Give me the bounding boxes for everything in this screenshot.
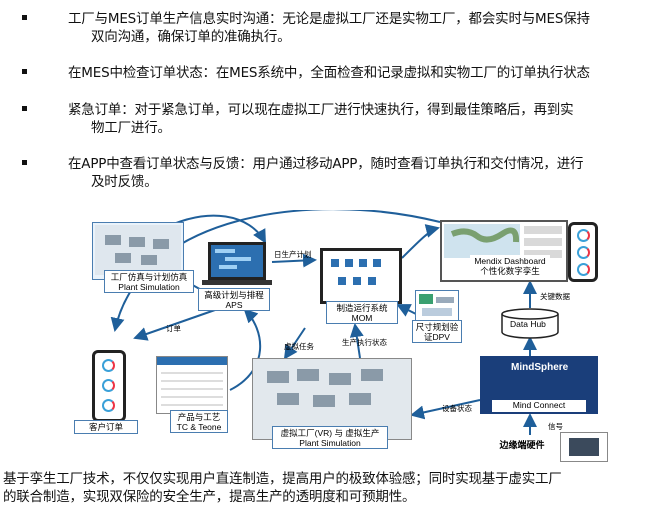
- label-line: 尺寸规划验: [415, 322, 459, 332]
- bullet-text: 在MES中检查订单状态：在MES系统中，全面检查和记录虚拟和实物工厂的订单执行状…: [68, 64, 668, 82]
- plc-device-icon: [569, 438, 599, 456]
- mendix-dashboard-label: Mendix Dashboard 个性化数字孪生: [470, 255, 550, 278]
- bullet-line: 双向沟通，确保订单的准确执行。: [91, 29, 291, 45]
- bullet-line: 物工厂进行。: [91, 120, 171, 136]
- data-hub-cylinder: Data Hub: [500, 308, 560, 339]
- bullet-line: 及时反馈。: [91, 174, 158, 190]
- gauge-icon: [577, 263, 590, 276]
- label-line: MOM: [351, 313, 373, 323]
- bullet-marker: [22, 106, 27, 111]
- flow-label-device-status: 设备状态: [442, 404, 472, 413]
- bullet-line: 在APP中查看订单状态与反馈：用户通过移动APP，随时查看订单执行和交付情况，进…: [68, 156, 584, 172]
- dpv-image: [419, 294, 454, 316]
- plant-simulation-label: 工厂仿真与计划仿真 Plant Simulation: [104, 270, 194, 293]
- dpv-label: 尺寸规划验 证DPV: [412, 320, 462, 343]
- label-line: 工厂仿真与计划仿真: [110, 272, 188, 282]
- bullet-line: 紧急订单：对于紧急订单，可以现在虚拟工厂进行快速执行，得到最佳策略后，再到实: [68, 102, 574, 118]
- label-line: 证DPV: [424, 332, 450, 342]
- arrow-mindconnect-to-virtual: [410, 399, 481, 420]
- gauge-icon: [577, 229, 590, 242]
- label-line: TC & Teone: [176, 422, 222, 432]
- flow-label-signal: 信号: [548, 422, 563, 431]
- aps-chart-image: [215, 249, 251, 269]
- arrow-aps-to-customer: [133, 309, 216, 341]
- arrow-aps-to-mom: [271, 253, 317, 268]
- aps-label: 高级计划与排程 APS: [198, 288, 270, 311]
- label-line: 虚拟工厂(VR) 与 虚拟生产: [280, 428, 380, 438]
- connection-arrows: [110, 210, 537, 435]
- dashboard-phone: [568, 222, 598, 282]
- dashboard-map-image: [444, 224, 562, 258]
- data-hub-label: Data Hub: [510, 319, 546, 329]
- customer-phone: [92, 350, 126, 422]
- label-line: 高级计划与排程: [204, 290, 264, 300]
- bullet-text: 紧急订单：对于紧急订单，可以现在虚拟工厂进行快速执行，得到最佳策略后，再到实 物…: [68, 101, 668, 137]
- gauge-icon: [102, 359, 115, 372]
- tc-box: [156, 356, 228, 414]
- arrow-virtual-to-mom: [349, 323, 364, 359]
- mindsphere-title: MindSphere: [511, 362, 569, 373]
- plant-simulation-screen: [95, 225, 181, 275]
- customer-order-label: 客户订单: [74, 420, 138, 434]
- flow-label-daily-plan: 日生产计划: [274, 250, 312, 259]
- virtual-factory-image: [253, 359, 411, 439]
- laptop-screen: [208, 242, 266, 280]
- arrow-dpv-to-mom: [396, 304, 419, 317]
- summary-line: 基于孪生工厂技术，不仅仅实现用户直连制造，提高用户的极致体验感；同时实现基于虚实…: [3, 471, 562, 487]
- label-line: Plant Simulation: [299, 438, 361, 448]
- arrow-tc-to-aps: [229, 308, 262, 391]
- bullet-line: 在MES中检查订单状态：在MES系统中，全面检查和记录虚拟和实物工厂的订单执行状…: [68, 65, 590, 81]
- database-icon: [501, 308, 559, 339]
- label-line: 个性化数字孪生: [480, 266, 540, 276]
- tc-label: 产品与工艺 TC & Teone: [170, 410, 228, 433]
- summary-paragraph: 基于孪生工厂技术，不仅仅实现用户直连制造，提高用户的极致体验感；同时实现基于虚实…: [3, 470, 671, 506]
- label-line: APS: [225, 300, 243, 310]
- label-line: 产品与工艺: [177, 412, 221, 422]
- gauge-icon: [577, 246, 590, 259]
- label-line: Mendix Dashboard: [474, 256, 546, 266]
- gauge-icon: [102, 399, 115, 412]
- tc-table-image: [157, 357, 227, 406]
- bullet-text: 在APP中查看订单状态与反馈：用户通过移动APP，随时查看订单执行和交付情况，进…: [68, 155, 668, 191]
- label-line: 客户订单: [88, 422, 123, 432]
- bullet-line: 工厂与MES订单生产信息实时沟通：无论是虚拟工厂还是实物工厂，都会实时与MES保…: [68, 11, 590, 27]
- label-line: Plant Simulation: [118, 282, 180, 292]
- flow-label-virtual-task: 虚拟任务: [284, 342, 314, 351]
- arrow-mom-to-dashboard: [401, 224, 440, 259]
- factory-layout-image: [95, 225, 181, 275]
- bullet-text: 工厂与MES订单生产信息实时沟通：无论是虚拟工厂还是实物工厂，都会实时与MES保…: [68, 10, 668, 46]
- mom-box: [320, 248, 402, 304]
- label-line: 制造运行系统: [336, 303, 388, 313]
- summary-line: 的联合制造，实现双保险的安全生产，提高生产的透明度和可预期性。: [3, 489, 416, 505]
- mom-workflow-image: [331, 259, 381, 285]
- laptop-base: [202, 280, 272, 285]
- label-line: Mind Connect: [512, 400, 566, 410]
- gauge-icon: [102, 379, 115, 392]
- bullet-marker: [22, 160, 27, 165]
- mom-label: 制造运行系统 MOM: [326, 301, 398, 324]
- architecture-diagram: 工厂仿真与计划仿真 Plant Simulation 高级计划与排程 APS 制…: [60, 210, 671, 466]
- bullet-marker: [22, 69, 27, 74]
- flow-label-key-data: 关键数据: [540, 292, 570, 301]
- edge-hardware-image: [560, 432, 608, 462]
- dpv-box: [415, 290, 459, 322]
- arrow-mom-to-virtual: [283, 327, 306, 360]
- label-line: 边缘端硬件: [499, 440, 545, 450]
- flow-label-exec-status: 生产执行状态: [342, 338, 387, 347]
- aps-laptop: [202, 242, 272, 302]
- mind-connect-label: Mind Connect: [492, 400, 586, 412]
- virtual-factory-label: 虚拟工厂(VR) 与 虚拟生产 Plant Simulation: [272, 426, 388, 449]
- flow-label-order: 订单: [166, 324, 181, 333]
- bullet-marker: [22, 15, 27, 20]
- edge-hardware-label: 边缘端硬件: [494, 440, 550, 453]
